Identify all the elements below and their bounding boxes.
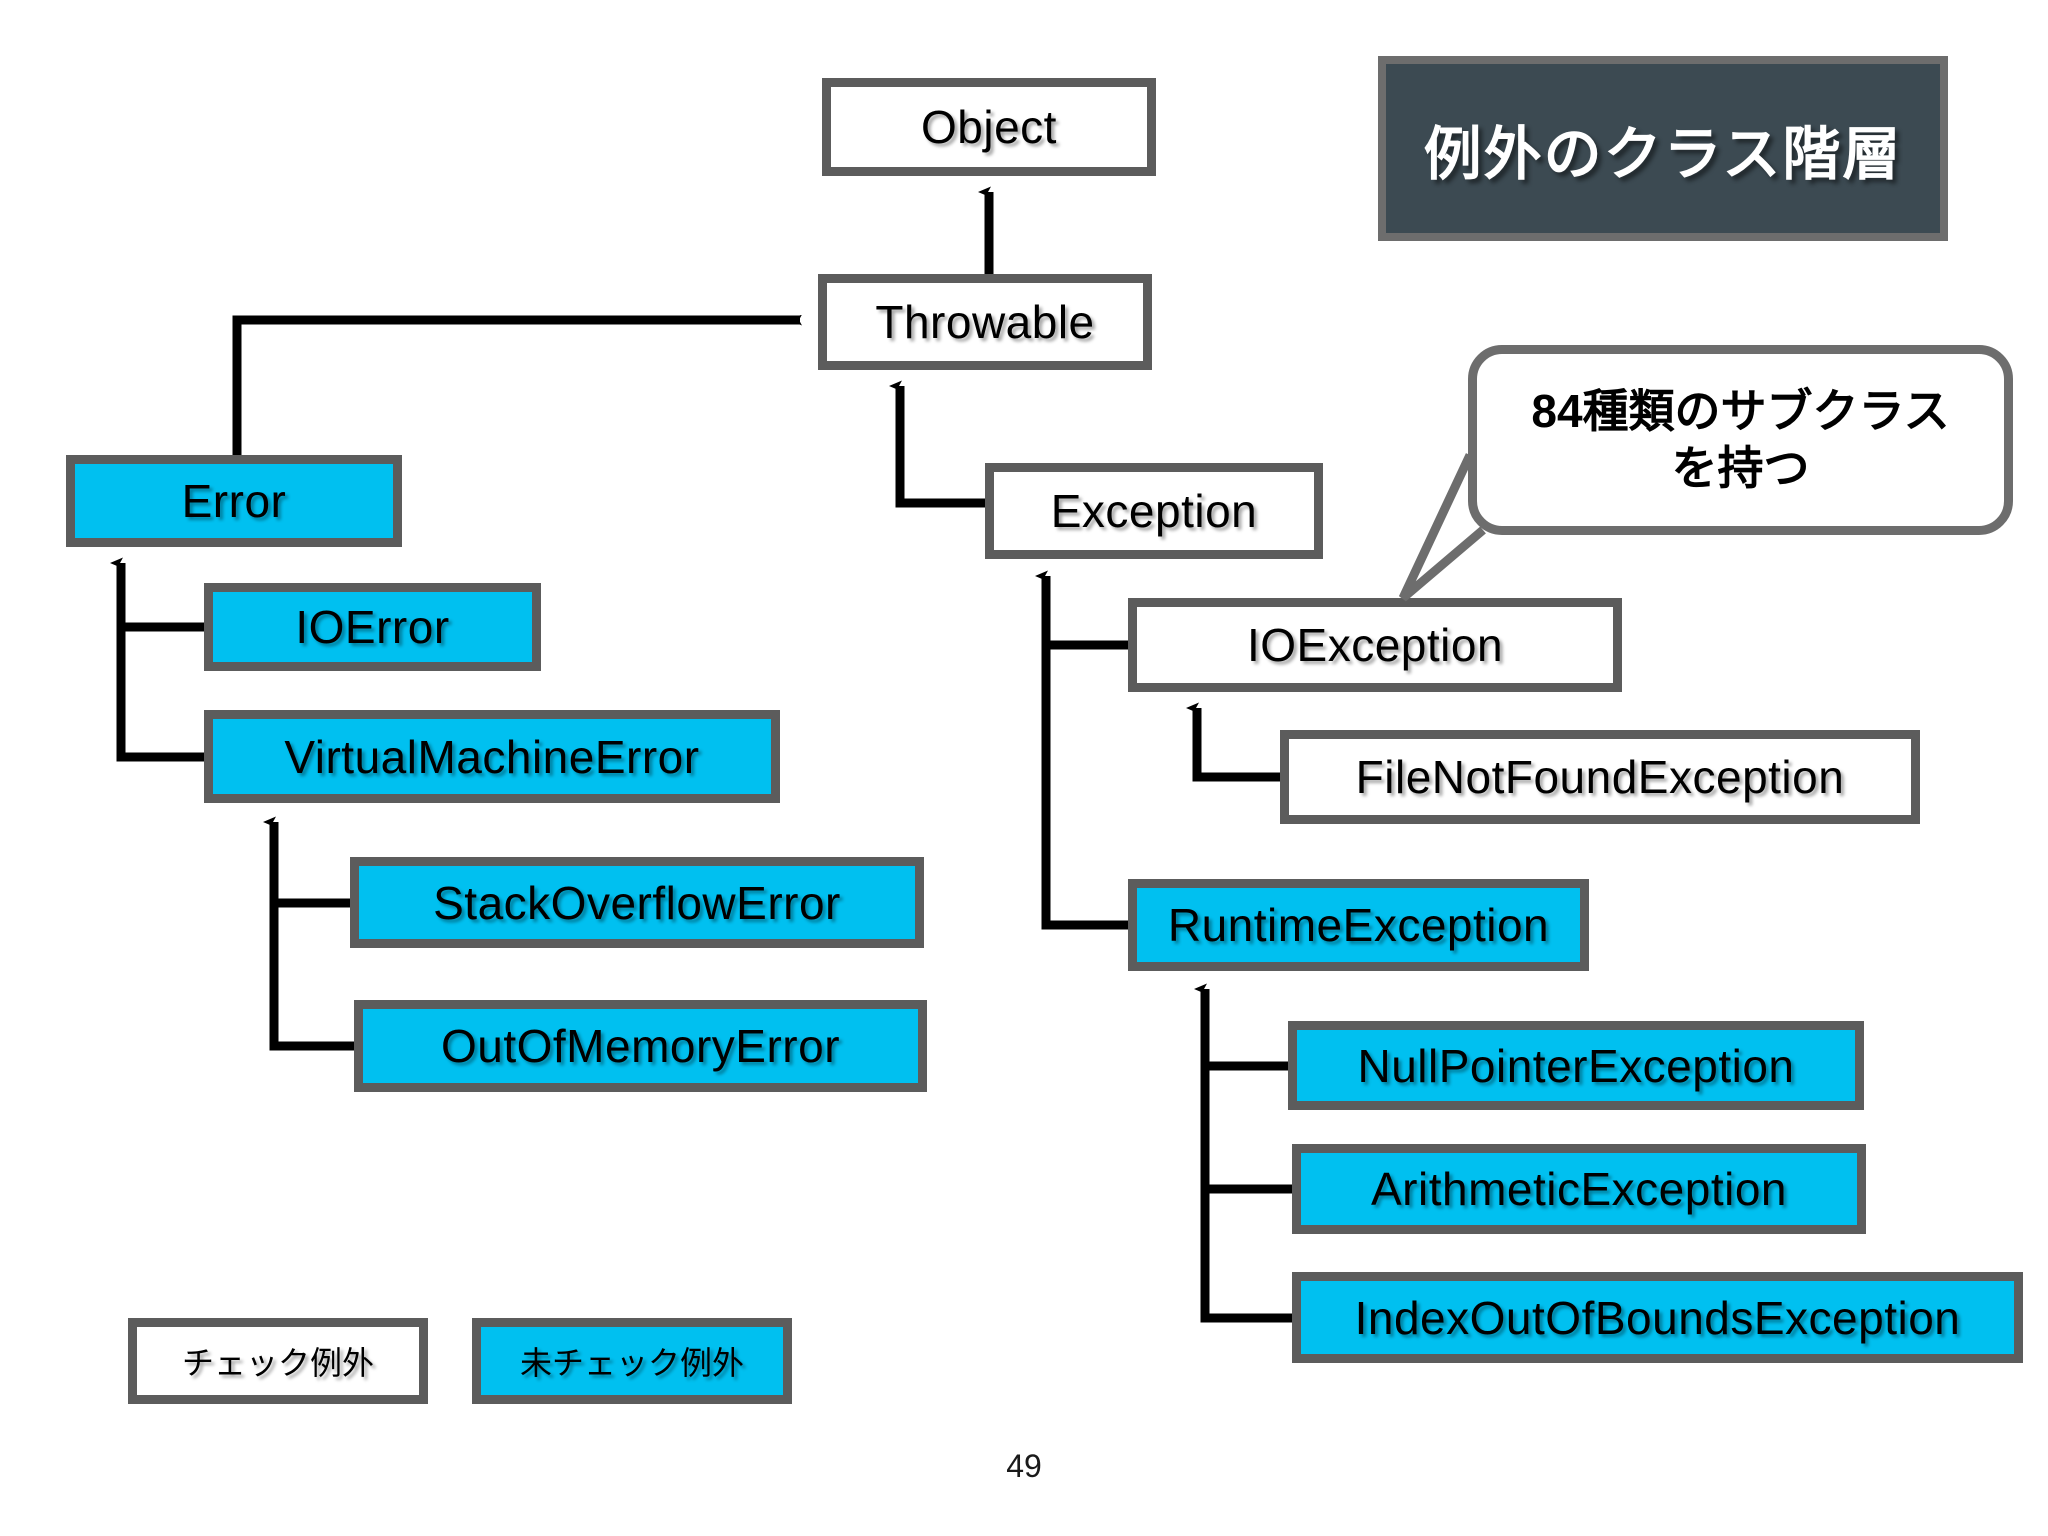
node-throwable[interactable]: Throwable bbox=[818, 274, 1152, 370]
callout-line-1: 84種類のサブクラス bbox=[1531, 384, 1950, 437]
node-label: IOError bbox=[295, 601, 450, 653]
edge-fnfe-ioexception bbox=[1197, 708, 1280, 782]
node-label: StackOverflowError bbox=[433, 876, 841, 929]
node-label: FileNotFoundException bbox=[1355, 751, 1845, 803]
node-stackoverflowerror[interactable]: StackOverflowError bbox=[350, 857, 924, 948]
edge-ioexception-exception bbox=[1046, 576, 1128, 650]
edge-npe-runtimeexception bbox=[1205, 989, 1288, 1071]
node-label: Throwable bbox=[875, 296, 1095, 348]
node-label: NullPointerException bbox=[1357, 1039, 1795, 1092]
legend-unchecked-exception: 未チェック例外 bbox=[472, 1318, 792, 1404]
edge-ae-runtimeexception bbox=[1200, 989, 1292, 1194]
node-virtualmachineerror[interactable]: VirtualMachineError bbox=[204, 710, 780, 803]
node-nullpointerexception[interactable]: NullPointerException bbox=[1288, 1021, 1864, 1110]
edge-ioobe-runtimeexception bbox=[1200, 989, 1292, 1323]
node-label: IndexOutOfBoundsException bbox=[1354, 1291, 1961, 1344]
callout-bubble: 84種類のサブクラス を持つ bbox=[1468, 345, 2013, 535]
page-title: 例外のクラス階層 bbox=[1423, 121, 1903, 187]
edge-oome-vme bbox=[269, 822, 354, 1051]
edge-vme-error bbox=[116, 563, 204, 762]
node-label: OutOfMemoryError bbox=[440, 1020, 841, 1072]
node-ioexception[interactable]: IOException bbox=[1128, 598, 1622, 692]
node-label: VirtualMachineError bbox=[284, 730, 700, 783]
node-outofmemoryerror[interactable]: OutOfMemoryError bbox=[354, 1000, 927, 1092]
node-ioerror[interactable]: IOError bbox=[204, 583, 541, 671]
edge-exception-throwable bbox=[900, 386, 985, 508]
node-runtimeexception[interactable]: RuntimeException bbox=[1128, 879, 1589, 971]
slide-title-banner: 例外のクラス階層 bbox=[1378, 56, 1948, 241]
legend-label: 未チェック例外 bbox=[519, 1345, 744, 1381]
edge-ioerror-error bbox=[121, 563, 204, 632]
node-object[interactable]: Object bbox=[822, 78, 1156, 176]
node-label: IOException bbox=[1246, 619, 1504, 671]
node-label: RuntimeException bbox=[1167, 899, 1550, 951]
node-label: Exception bbox=[1050, 485, 1258, 537]
legend-label: チェック例外 bbox=[181, 1345, 374, 1381]
node-arithmeticexception[interactable]: ArithmeticException bbox=[1292, 1144, 1866, 1234]
edge-soe-vme bbox=[274, 822, 350, 908]
node-label: Error bbox=[181, 475, 287, 527]
node-indexoutofboundsexception[interactable]: IndexOutOfBoundsException bbox=[1292, 1272, 2023, 1363]
node-exception[interactable]: Exception bbox=[985, 463, 1323, 559]
edge-runtimeexception-exception bbox=[1041, 576, 1128, 930]
page-number: 49 bbox=[1006, 1448, 1042, 1484]
node-filenotfoundexception[interactable]: FileNotFoundException bbox=[1280, 730, 1920, 824]
node-error[interactable]: Error bbox=[66, 455, 402, 547]
node-label: Object bbox=[921, 101, 1057, 153]
edge-error-throwable bbox=[232, 320, 800, 455]
legend-checked-exception: チェック例外 bbox=[128, 1318, 428, 1404]
callout-line-2: を持つ bbox=[1671, 442, 1810, 494]
node-label: ArithmeticException bbox=[1371, 1163, 1787, 1215]
